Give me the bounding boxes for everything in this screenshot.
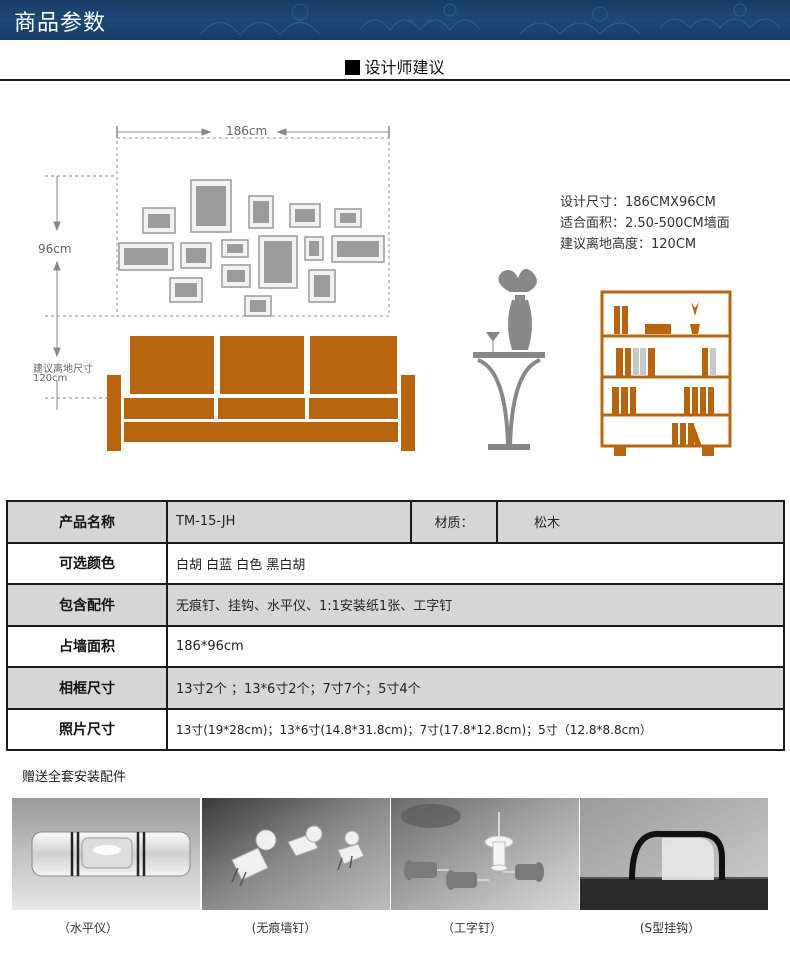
- table-row: 占墙面积 186*96cm: [6, 624, 785, 668]
- header-cloud-pattern: [199, 3, 781, 36]
- row-value: 186*96cm: [166, 624, 785, 668]
- floor-height-value: 120cm: [33, 373, 68, 384]
- spirit-level-caption: （水平仪）: [57, 921, 118, 935]
- row-value: 13寸(19*28cm)；13*6寸(14.8*31.8cm)；7寸(17.8*…: [166, 707, 785, 751]
- row-label: 产品名称: [6, 500, 168, 544]
- table-row: 产品名称 TM-15-JH 材质： 松木: [6, 500, 785, 544]
- height-label: 96cm: [38, 242, 72, 256]
- side-table-illustration: [473, 268, 545, 450]
- table-row: 可选颜色 白胡 白蓝 白色 黑白胡: [6, 541, 785, 585]
- spirit-level-photo: [12, 798, 200, 910]
- row-value: 13寸2个 ；13*6寸2个；7寸7个；5寸4个: [166, 666, 785, 710]
- header-banner: 商品参数: [0, 0, 790, 40]
- room-illustration: 186cm 96cm 建议离地尺寸 120cm: [0, 90, 790, 490]
- wall-hooks-caption: (无痕墙钉）: [251, 921, 317, 935]
- bookshelf-illustration: [600, 290, 732, 456]
- header-title: 商品参数: [14, 11, 107, 36]
- row-value: 无痕钉、挂钩、水平仪、1:1安装纸1张、工字钉: [166, 583, 785, 627]
- gift-accessories-title: 赠送全套安装配件: [22, 770, 127, 785]
- height-dimension: [45, 175, 120, 410]
- wall-hooks-photo: [202, 798, 390, 910]
- push-pins-caption: （工字钉）: [441, 921, 502, 935]
- row-label: 照片尺寸: [6, 707, 168, 751]
- table-row: 相框尺寸 13寸2个 ；13*6寸2个；7寸7个；5寸4个: [6, 666, 785, 710]
- spec-line: 设计尺寸：186CMX96CM: [560, 195, 716, 210]
- row-value: TM-15-JH: [166, 500, 412, 544]
- s-hook-caption: (S型挂钩）: [639, 921, 701, 935]
- push-pins-photo: [391, 798, 579, 910]
- product-spec-table: 产品名称 TM-15-JH 材质： 松木 可选颜色 白胡 白蓝 白色 黑白胡 包…: [6, 500, 785, 751]
- design-specs: 设计尺寸：186CMX96CM 适合面积：2.50-500CM墙面 建议离地高度…: [560, 192, 730, 255]
- spec-line: 适合面积：2.50-500CM墙面: [560, 216, 730, 231]
- sofa-illustration: [107, 336, 415, 451]
- section-title-text: 设计师建议: [364, 58, 445, 77]
- spec-line: 建议离地高度：120CM: [560, 237, 697, 252]
- width-label: 186cm: [226, 124, 268, 138]
- row-value: 白胡 白蓝 白色 黑白胡: [166, 541, 785, 585]
- layout-diagram: [45, 126, 732, 456]
- row-label: 可选颜色: [6, 541, 168, 585]
- section-heading: 设计师建议: [0, 54, 790, 78]
- row-label: 包含配件: [6, 583, 168, 627]
- s-hook-photo: [580, 798, 768, 910]
- photo-frames-inner: [124, 186, 379, 312]
- row-label: 相框尺寸: [6, 666, 168, 710]
- square-bullet-icon: [345, 60, 361, 75]
- width-dimension: [116, 126, 390, 317]
- table-row: 包含配件 无痕钉、挂钩、水平仪、1:1安装纸1张、工字钉: [6, 583, 785, 627]
- row-label: 占墙面积: [6, 624, 168, 668]
- material-value: 松木: [496, 500, 785, 544]
- table-row: 照片尺寸 13寸(19*28cm)；13*6寸(14.8*31.8cm)；7寸(…: [6, 707, 785, 751]
- section-divider: [0, 79, 790, 81]
- floor-height-label: 建议离地尺寸: [33, 364, 93, 375]
- material-label: 材质：: [410, 500, 498, 544]
